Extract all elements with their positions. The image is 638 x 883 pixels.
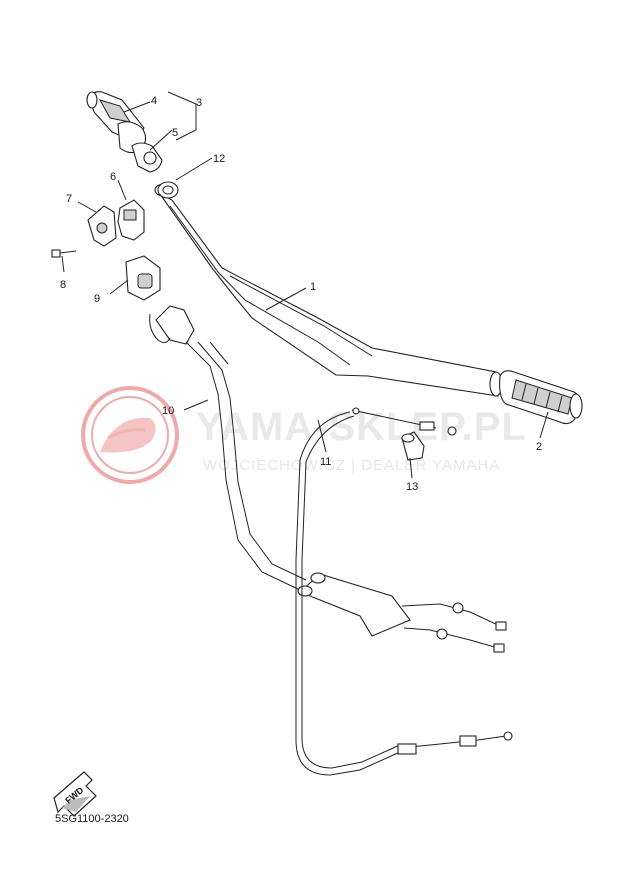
- watermark-tagline: WOJCIECHOWICZ | DEALER YAMAHA: [203, 457, 500, 474]
- callout-5: 5: [172, 127, 178, 139]
- clutch-cable: [295, 407, 513, 776]
- callout-8: 8: [60, 279, 66, 291]
- callout-11: 11: [320, 456, 331, 468]
- cable-junction: [297, 572, 507, 653]
- callout-13: 13: [406, 481, 418, 493]
- callout-7: 7: [66, 193, 72, 205]
- callout-3: 3: [196, 97, 202, 109]
- callout-10: 10: [162, 405, 174, 417]
- callout-9: 9: [94, 293, 100, 305]
- callout-1: 1: [310, 281, 316, 293]
- adjuster: [401, 431, 425, 461]
- leader-lines: [61, 91, 549, 479]
- callout-4: 4: [151, 95, 157, 107]
- cable-housing-lower: [87, 205, 117, 247]
- callout-12: 12: [213, 153, 225, 165]
- watermark: YAMA-SKLEP.PL WOJCIECHOWICZ | DEALER YAM…: [81, 386, 526, 484]
- throttle-cable: [149, 305, 307, 591]
- callout-2: 2: [536, 441, 542, 453]
- handlebar: [154, 183, 503, 397]
- cap: [125, 255, 161, 301]
- fwd-arrow-icon: FWD: [53, 771, 97, 817]
- callout-labels: 1 2 3 4 5 6 7 8 9 10 11 12 13: [60, 95, 542, 493]
- grip-left: [499, 370, 583, 425]
- callout-6: 6: [110, 171, 116, 183]
- watermark-logo-icon: [81, 386, 179, 484]
- screw: [51, 249, 77, 258]
- throttle-guide: [131, 142, 163, 173]
- cable-housing-upper: [117, 199, 145, 241]
- diagram-code: 5SG1100-2320: [55, 813, 129, 825]
- collar: [157, 181, 179, 199]
